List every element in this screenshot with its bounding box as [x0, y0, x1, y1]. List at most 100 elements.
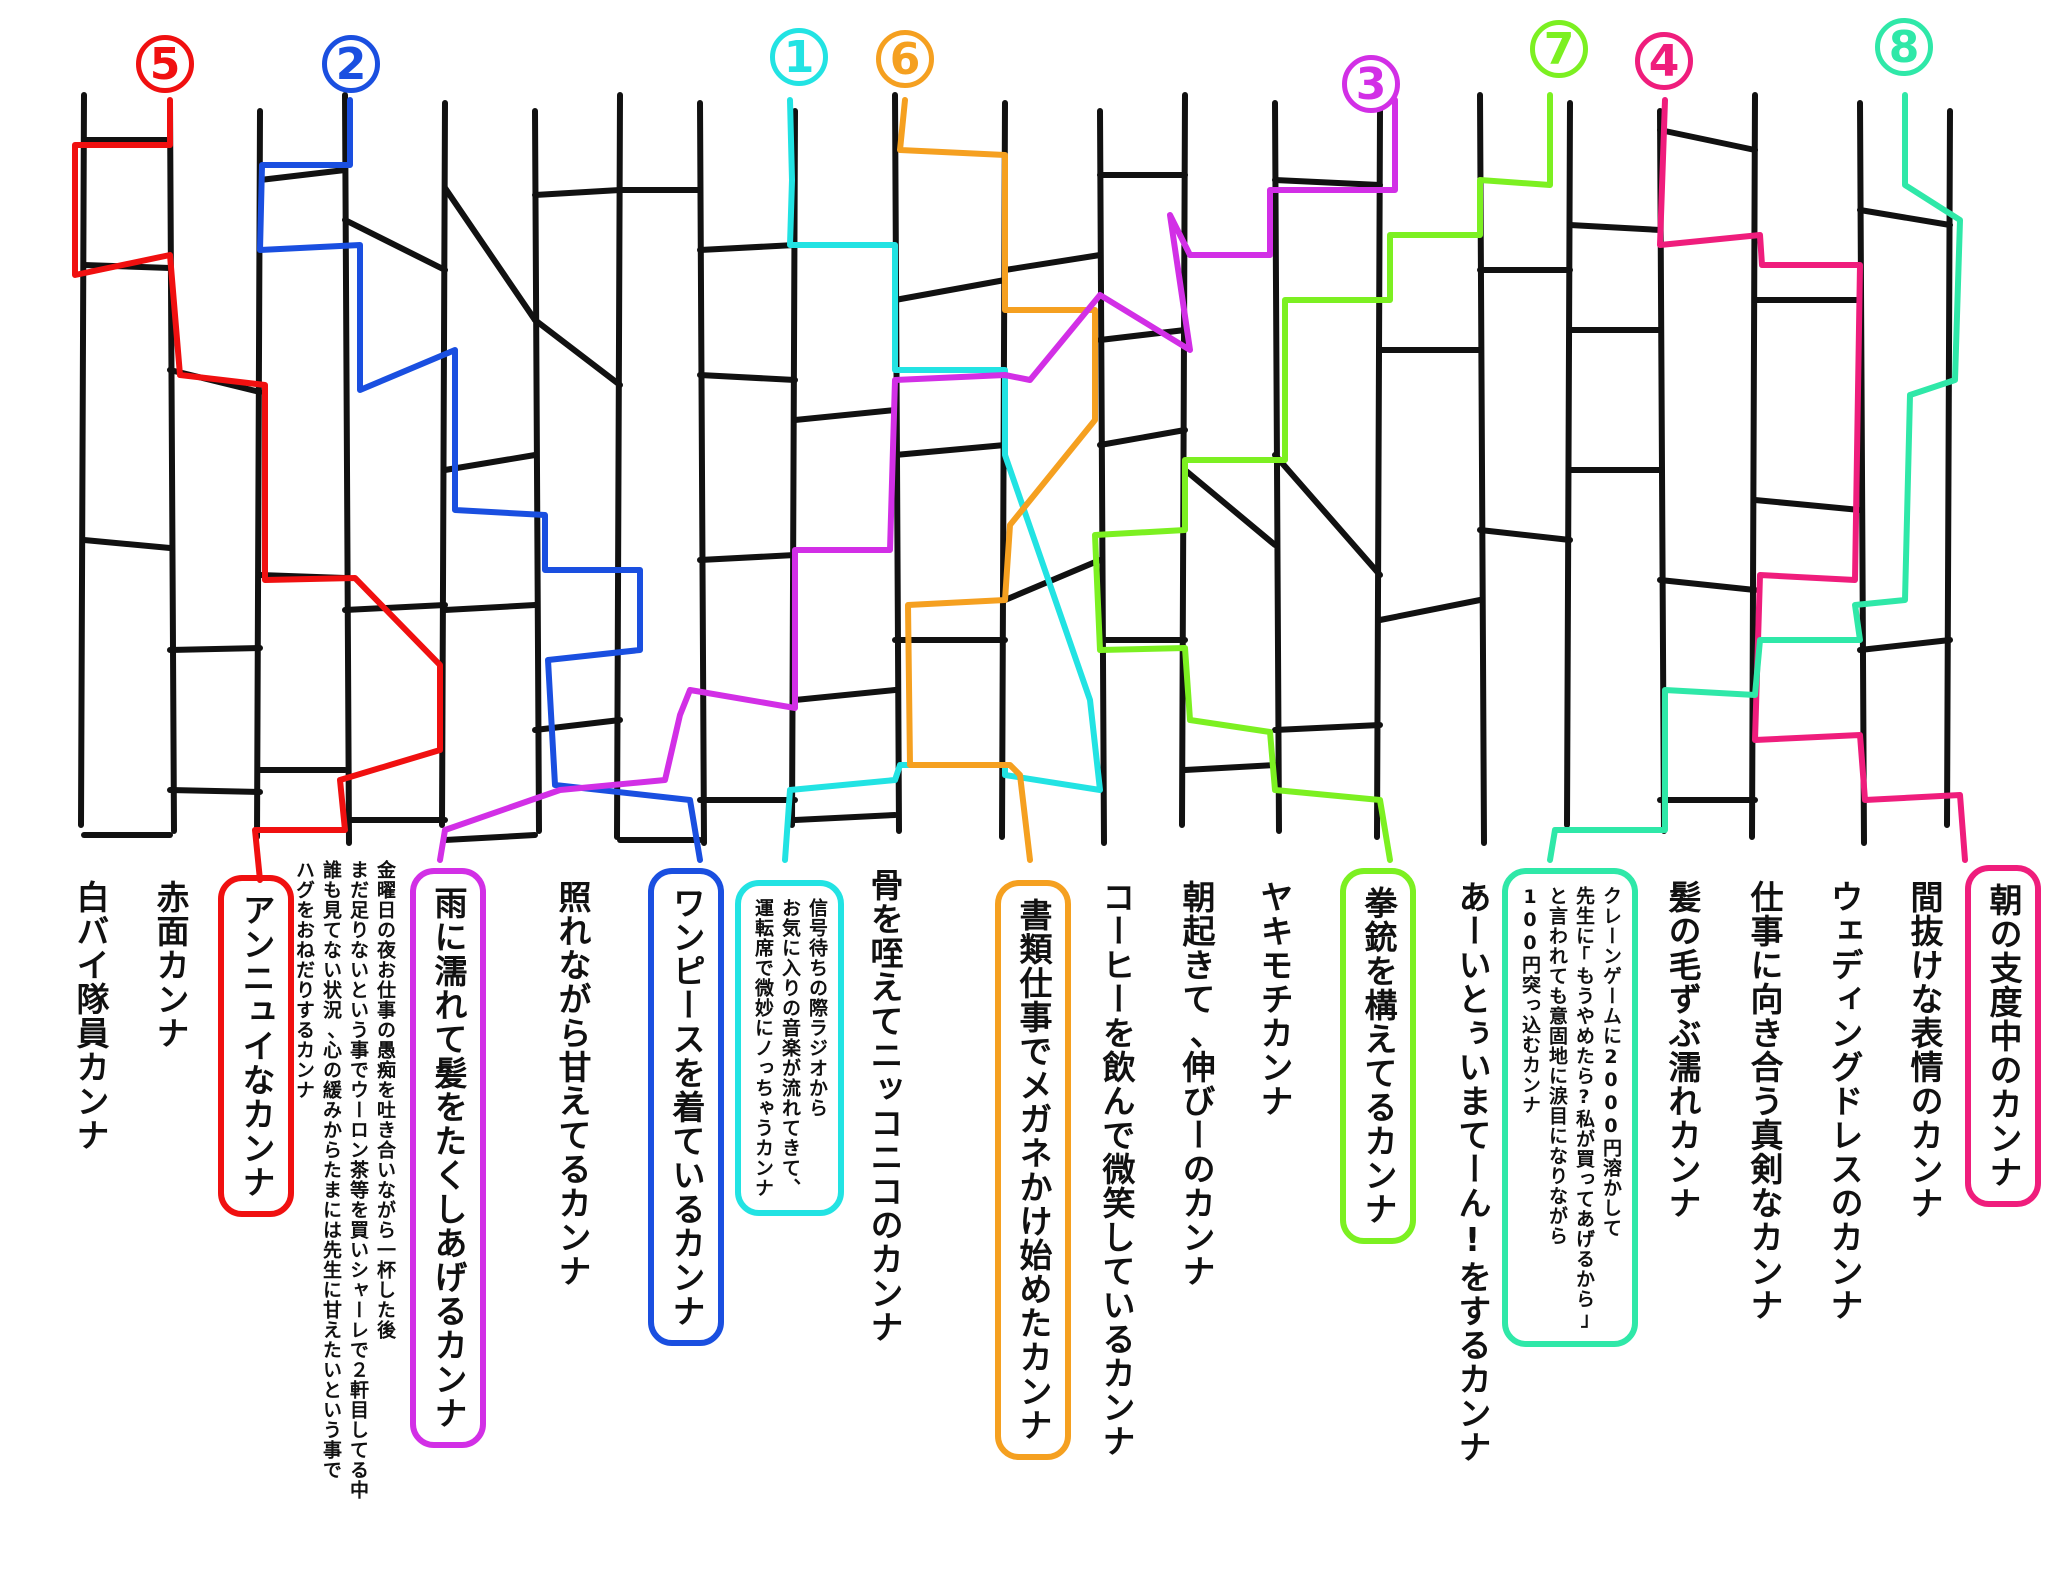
- label-text: 雨に濡れて髪をたくしあげるカンナ: [429, 886, 468, 1430]
- rung: [1002, 557, 1103, 603]
- vertical-line: [167, 100, 177, 834]
- vertical-line: [614, 92, 623, 840]
- route-path-3: [782, 97, 1103, 863]
- route-path-6: [1092, 92, 1553, 863]
- rung: [1377, 597, 1483, 623]
- label-text: あーいとぅいまてーん!をするカンナ: [1453, 880, 1492, 1464]
- rung: [1272, 722, 1383, 733]
- route-number-badge: 1: [770, 28, 828, 86]
- rung: [1567, 222, 1663, 233]
- kanna-label: あーいとぅいまてーん!をするカンナ: [1448, 880, 1496, 1464]
- kanna-label: 金曜日の夜お仕事の愚痴を吐き合いながら一杯した後 まだ足りないという事でウーロン…: [290, 860, 398, 1500]
- route-path-7: [1657, 97, 1968, 863]
- route-path-1: [72, 97, 443, 883]
- label-text: コーヒーを飲んで微笑しているカンナ: [1097, 880, 1136, 1458]
- kanna-label: 書類仕事でメガネかけ始めたカンナ: [995, 880, 1071, 1460]
- route-path-4: [897, 97, 1098, 863]
- route-path-8: [1547, 92, 1963, 863]
- vertical-line: [1374, 108, 1383, 840]
- vertical-line: [1944, 108, 1953, 828]
- rung: [1097, 427, 1188, 448]
- vertical-line: [1564, 100, 1573, 828]
- route-number-badge: 4: [1635, 32, 1693, 90]
- kanna-label: 朝起きて､伸びーのカンナ: [1172, 880, 1220, 1288]
- rung: [697, 372, 798, 383]
- rung: [1002, 252, 1103, 273]
- rung: [1272, 452, 1383, 578]
- vertical-line: [1272, 100, 1282, 834]
- rung: [697, 242, 798, 253]
- kanna-label: 白バイ隊員カンナ: [66, 880, 114, 1152]
- vertical-line: [697, 100, 707, 846]
- rung: [81, 537, 173, 551]
- route-path-2: [257, 97, 703, 863]
- kanna-label: 間抜けな表情のカンナ: [1900, 880, 1948, 1220]
- kanna-label: ワンピースを着ているカンナ: [648, 868, 724, 1346]
- label-text: 赤面カンナ: [151, 880, 190, 1050]
- rung: [1182, 467, 1278, 548]
- kanna-label: ヤキモチカンナ: [1250, 880, 1298, 1118]
- label-text: 朝起きて､伸びーのカンナ: [1177, 880, 1216, 1288]
- label-text: 朝の支度中のカンナ: [1984, 883, 2023, 1189]
- rung: [1857, 637, 1953, 653]
- rung: [697, 552, 798, 563]
- route-number-badge: 5: [136, 35, 194, 93]
- rung: [792, 812, 898, 823]
- label-text: 金曜日の夜お仕事の愚痴を吐き合いながら一杯した後 まだ足りないという事でウーロン…: [293, 860, 396, 1500]
- kanna-label: 拳銃を構えてるカンナ: [1340, 868, 1416, 1244]
- rung: [442, 602, 538, 613]
- kanna-label: 仕事に向き合う真剣なカンナ: [1740, 880, 1788, 1322]
- vertical-line: [532, 108, 542, 834]
- route-number-badge: 8: [1875, 18, 1933, 76]
- rung: [792, 687, 898, 703]
- rung: [892, 442, 1008, 458]
- vertical-line: [892, 92, 902, 834]
- rung: [442, 452, 538, 473]
- kanna-label: ウェディングドレスのカンナ: [1820, 880, 1868, 1322]
- rung: [1752, 497, 1863, 513]
- rung: [257, 167, 348, 183]
- label-text: 骨を咥えてニッコニコのカンナ: [865, 868, 904, 1344]
- kanna-label: 骨を咥えてニッコニコのカンナ: [860, 868, 908, 1344]
- rung: [442, 185, 538, 323]
- rung: [1657, 577, 1758, 593]
- label-text: 白バイ隊員カンナ: [71, 880, 110, 1152]
- vertical-line: [1097, 108, 1107, 846]
- label-text: 信号待ちの際ラジオから お気に入りの音楽が流れてきて、 運転席で微妙にノっちゃう…: [752, 898, 828, 1198]
- label-text: クレーンゲームに2000円溶かして 先生に｢もうやめたら?私が買ってあげるから｣…: [1519, 886, 1622, 1329]
- kanna-label: 赤面カンナ: [146, 880, 194, 1050]
- label-text: 照れながら甘えてるカンナ: [553, 880, 592, 1288]
- label-text: ウェディングドレスのカンナ: [1825, 880, 1864, 1322]
- label-text: 拳銃を構えてるカンナ: [1359, 886, 1398, 1226]
- rung: [1657, 127, 1758, 153]
- rung: [167, 787, 263, 795]
- rung: [532, 317, 623, 388]
- rung: [167, 645, 263, 653]
- rung: [442, 832, 538, 843]
- kanna-label: アンニュイなカンナ: [218, 875, 294, 1217]
- label-text: 間抜けな表情のカンナ: [1905, 880, 1944, 1220]
- route-number-badge: 2: [322, 35, 380, 93]
- label-text: ヤキモチカンナ: [1255, 880, 1294, 1118]
- rung: [1477, 527, 1573, 543]
- rung: [1182, 762, 1278, 773]
- kanna-label: 髪の毛ずぶ濡れカンナ: [1658, 880, 1706, 1220]
- kanna-label: 照れながら甘えてるカンナ: [548, 880, 596, 1288]
- label-text: 髪の毛ずぶ濡れカンナ: [1663, 880, 1702, 1220]
- vertical-line: [1857, 100, 1867, 846]
- label-text: 書類仕事でメガネかけ始めたカンナ: [1014, 898, 1053, 1442]
- rung: [532, 187, 623, 198]
- kanna-label: コーヒーを飲んで微笑しているカンナ: [1092, 880, 1140, 1458]
- rung: [1272, 177, 1383, 188]
- route-number-badge: 7: [1530, 20, 1588, 78]
- kanna-label: 信号待ちの際ラジオから お気に入りの音楽が流れてきて、 運転席で微妙にノっちゃう…: [735, 880, 844, 1216]
- vertical-line: [1749, 92, 1758, 840]
- kanna-label: クレーンゲームに2000円溶かして 先生に｢もうやめたら?私が買ってあげるから｣…: [1502, 868, 1638, 1347]
- rung: [342, 602, 448, 613]
- route-number-badge: 6: [876, 30, 934, 88]
- vertical-line: [342, 92, 352, 846]
- label-text: 仕事に向き合う真剣なカンナ: [1745, 880, 1784, 1322]
- rung: [1097, 327, 1188, 343]
- route-number-badge: 3: [1342, 55, 1400, 113]
